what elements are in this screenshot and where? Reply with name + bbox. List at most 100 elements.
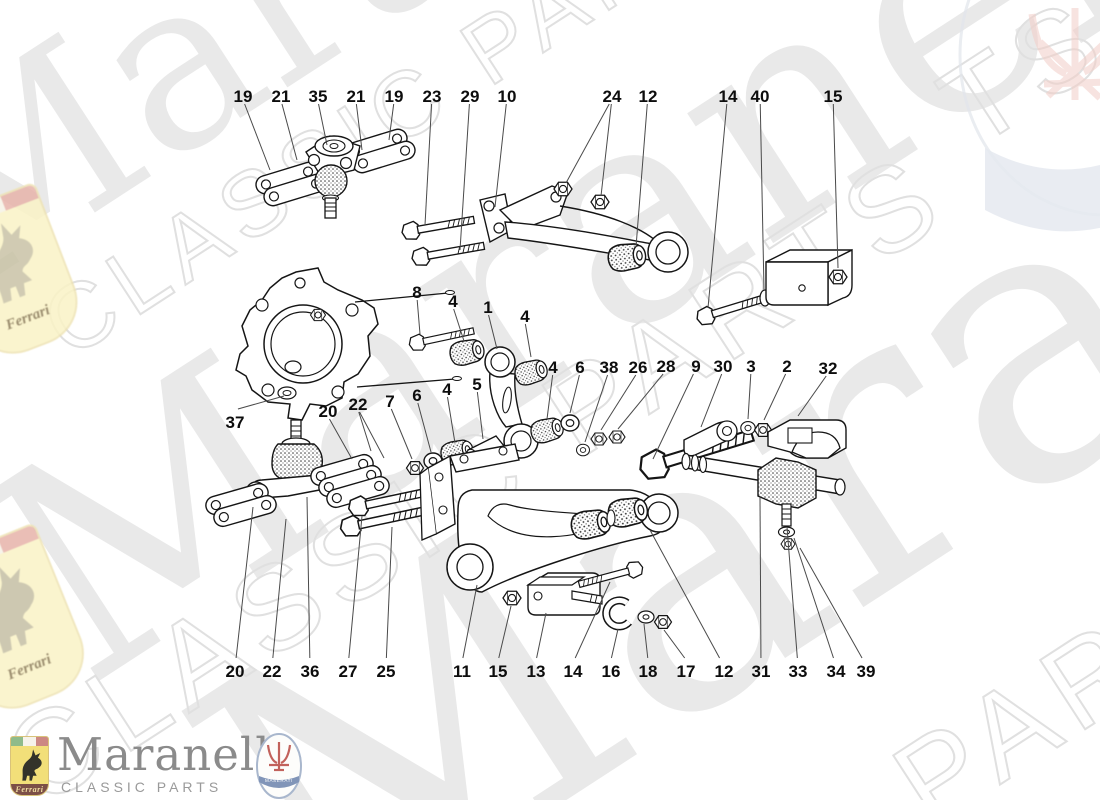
- leader-line: [707, 103, 728, 309]
- maserati-logo: MASERATI: [256, 733, 302, 799]
- leader-line: [358, 411, 372, 452]
- leader-line: [306, 496, 311, 659]
- leader-line: [329, 418, 353, 460]
- part-number-label: 40: [751, 87, 770, 106]
- leader-line: [281, 103, 298, 161]
- part-number-label: 1: [483, 298, 492, 317]
- leader-line: [600, 374, 637, 431]
- leader-line: [536, 612, 547, 659]
- leader-line: [318, 103, 328, 146]
- leader-line: [244, 103, 271, 171]
- lower-ball-joint-assembly: [203, 419, 431, 540]
- leader-line: [237, 395, 285, 410]
- part-number-label: 7: [385, 392, 394, 411]
- leader-line: [649, 529, 720, 659]
- frame-bracket-assembly: [693, 248, 853, 329]
- part-number-label: 5: [472, 375, 481, 394]
- ferrari-logo-label: Ferrari: [11, 784, 48, 795]
- leader-line: [832, 103, 839, 269]
- part-number-label: 21: [347, 87, 366, 106]
- sway-bar-assembly: [681, 419, 847, 550]
- leader-line: [462, 584, 478, 659]
- leader-line: [763, 373, 787, 421]
- ferrari-logo: Ferrari: [10, 736, 49, 796]
- part-number-label: 17: [677, 662, 696, 681]
- part-number-label: 4: [548, 358, 558, 377]
- leader-line: [635, 103, 648, 248]
- part-number-label: 6: [575, 358, 584, 377]
- part-number-label: 19: [234, 87, 253, 106]
- italian-stripe: [11, 737, 48, 746]
- leader-line: [424, 103, 433, 226]
- leader-line: [652, 373, 694, 460]
- lower-wishbone: [419, 443, 679, 631]
- leader-line: [793, 537, 834, 659]
- leader-line: [476, 391, 484, 440]
- part-number-label: 8: [412, 283, 421, 302]
- part-number-label: 33: [789, 662, 808, 681]
- upper-ball-joint-assembly: [253, 126, 418, 219]
- leader-line: [453, 308, 465, 342]
- part-number-label: 27: [339, 662, 358, 681]
- part-number-label: 22: [349, 395, 368, 414]
- part-number-label: 31: [752, 662, 771, 681]
- part-number-label: 24: [603, 87, 622, 106]
- part-number-label: 29: [461, 87, 480, 106]
- steering-knuckle: [235, 267, 462, 421]
- prancing-horse-icon: [0, 566, 35, 654]
- part-number-label: 12: [715, 662, 734, 681]
- leader-line: [565, 103, 610, 184]
- leader-line: [759, 496, 762, 659]
- leader-line: [235, 506, 254, 659]
- part-number-label: 23: [423, 87, 442, 106]
- part-number-label: 35: [309, 87, 328, 106]
- leader-line: [446, 396, 456, 444]
- part-number-label: 28: [657, 357, 676, 376]
- prancing-horse-icon: [22, 749, 42, 781]
- part-number-label: 19: [385, 87, 404, 106]
- part-number-label: 26: [629, 358, 648, 377]
- part-number-label: 15: [489, 662, 508, 681]
- leader-line: [388, 103, 395, 141]
- part-number-label: 15: [824, 87, 843, 106]
- part-number-label: 12: [639, 87, 658, 106]
- part-number-label: 36: [301, 662, 320, 681]
- leader-line: [799, 547, 863, 659]
- part-number-label: 10: [498, 87, 517, 106]
- part-number-label: 13: [527, 662, 546, 681]
- leader-line: [416, 299, 421, 335]
- part-number-label: 2: [782, 357, 791, 376]
- part-number-label: 6: [412, 386, 421, 405]
- part-number-label: 4: [520, 307, 530, 326]
- leader-line: [498, 605, 512, 659]
- leader-line: [385, 526, 393, 659]
- leader-line: [584, 374, 609, 443]
- parts-diagram: 1921352119232910241214401584144638262893…: [203, 87, 876, 681]
- part-number-label: 9: [691, 357, 700, 376]
- leader-line: [574, 581, 611, 659]
- part-number-label: 25: [377, 662, 396, 681]
- leader-line: [390, 408, 413, 460]
- brand-tagline: CLASSIC PARTS: [61, 779, 223, 795]
- part-number-label: 21: [272, 87, 291, 106]
- leader-line: [663, 629, 686, 659]
- part-number-label: 39: [857, 662, 876, 681]
- part-number-label: 20: [319, 402, 338, 421]
- leader-line: [700, 373, 723, 428]
- leader-line: [488, 314, 498, 350]
- part-number-label: 14: [719, 87, 738, 106]
- part-number-label: 11: [453, 662, 471, 681]
- prancing-horse-icon: [0, 223, 33, 304]
- maserati-watermark: [958, 0, 1100, 232]
- part-number-label: 4: [448, 292, 458, 311]
- part-number-label: 30: [714, 357, 733, 376]
- leader-line: [359, 411, 385, 459]
- leader-line: [747, 373, 752, 420]
- footer-brand-bar: Ferrari Maranello CLASSIC PARTS MASERATI: [0, 728, 1100, 800]
- part-number-label: 32: [819, 359, 838, 378]
- leader-line: [569, 374, 580, 414]
- upper-wishbone: [399, 181, 689, 274]
- leader-line: [524, 323, 532, 358]
